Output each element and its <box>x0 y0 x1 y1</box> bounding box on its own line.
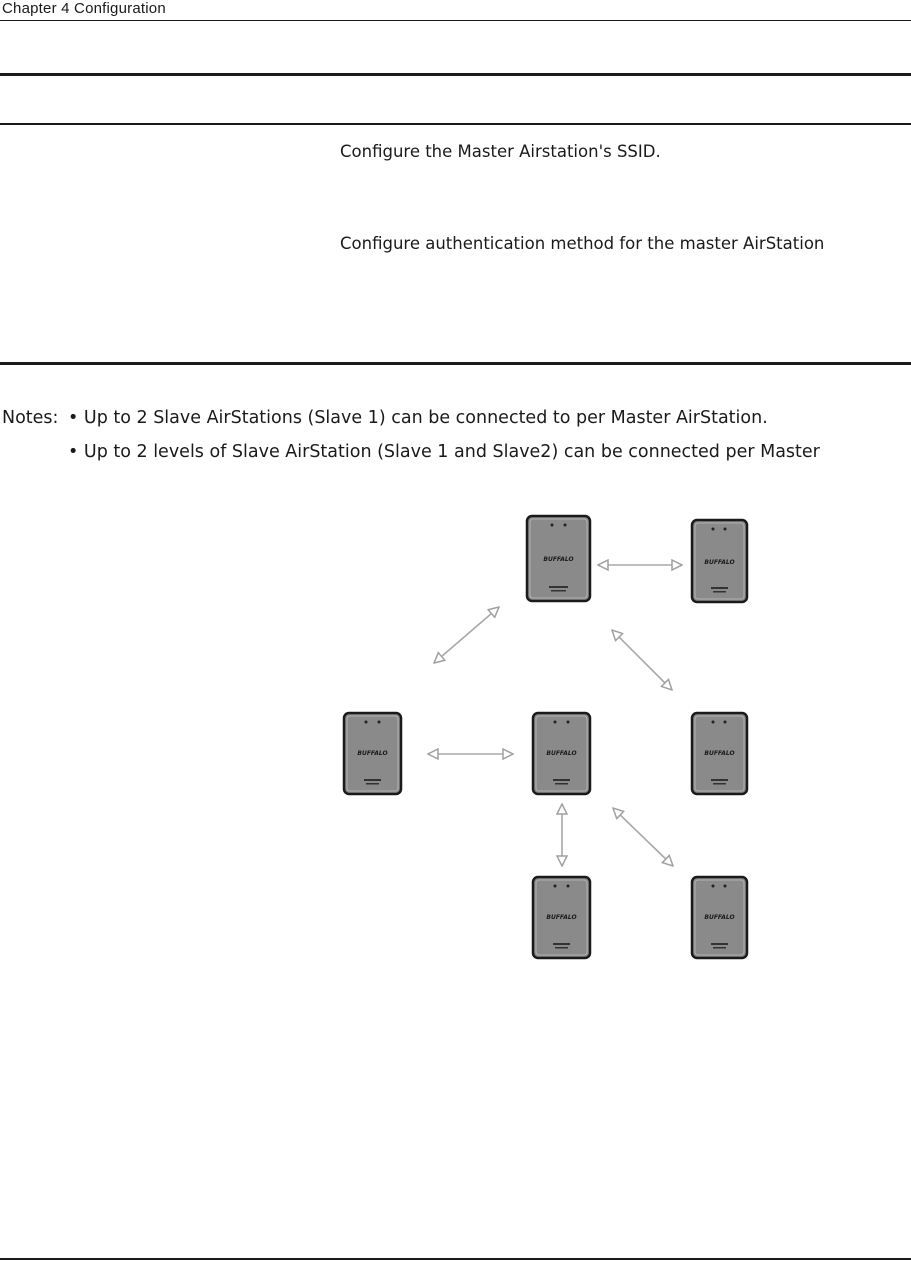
link-arrow-diag-right-upper <box>612 630 672 690</box>
table-bottom-rule <box>0 362 911 365</box>
ssid-description: Configure the Master Airstation's SSID. <box>340 142 661 161</box>
note-row-2: • Up to 2 levels of Slave AirStation (Sl… <box>2 440 820 474</box>
airstation-device-top-right: BUFFALO <box>690 518 749 604</box>
chapter-header: Chapter 4 Configuration <box>2 0 166 17</box>
device-brand-label: BUFFALO <box>546 750 576 757</box>
airstation-device-top-center: BUFFALO <box>525 514 592 603</box>
link-arrow-diag-left <box>434 607 499 663</box>
footer-rule <box>0 1258 911 1260</box>
airstation-device-middle-left: BUFFALO <box>342 711 403 796</box>
note-item-1: • Up to 2 Slave AirStations (Slave 1) ca… <box>68 408 768 428</box>
airstation-device-bottom-right: BUFFALO <box>690 875 749 960</box>
airstation-device-middle-right: BUFFALO <box>690 711 749 796</box>
device-brand-label: BUFFALO <box>704 914 734 921</box>
device-brand-label: BUFFALO <box>543 556 573 563</box>
note-row-1: Notes: • Up to 2 Slave AirStations (Slav… <box>2 406 820 440</box>
header-divider <box>0 20 911 21</box>
auth-description: Configure authentication method for the … <box>340 234 825 253</box>
airstation-device-middle-center: BUFFALO <box>531 711 592 796</box>
device-brand-label: BUFFALO <box>546 914 576 921</box>
table-header-rule <box>0 123 911 125</box>
device-brand-label: BUFFALO <box>704 750 734 757</box>
link-arrow-diag-right-lower <box>613 808 673 866</box>
notes-section: Notes: • Up to 2 Slave AirStations (Slav… <box>2 406 820 474</box>
notes-label: Notes: <box>2 408 59 428</box>
airstation-device-bottom-center: BUFFALO <box>531 875 592 960</box>
device-brand-label: BUFFALO <box>357 750 387 757</box>
note-item-2: • Up to 2 levels of Slave AirStation (Sl… <box>68 442 820 462</box>
device-brand-label: BUFFALO <box>704 559 734 566</box>
table-top-rule <box>0 73 911 76</box>
